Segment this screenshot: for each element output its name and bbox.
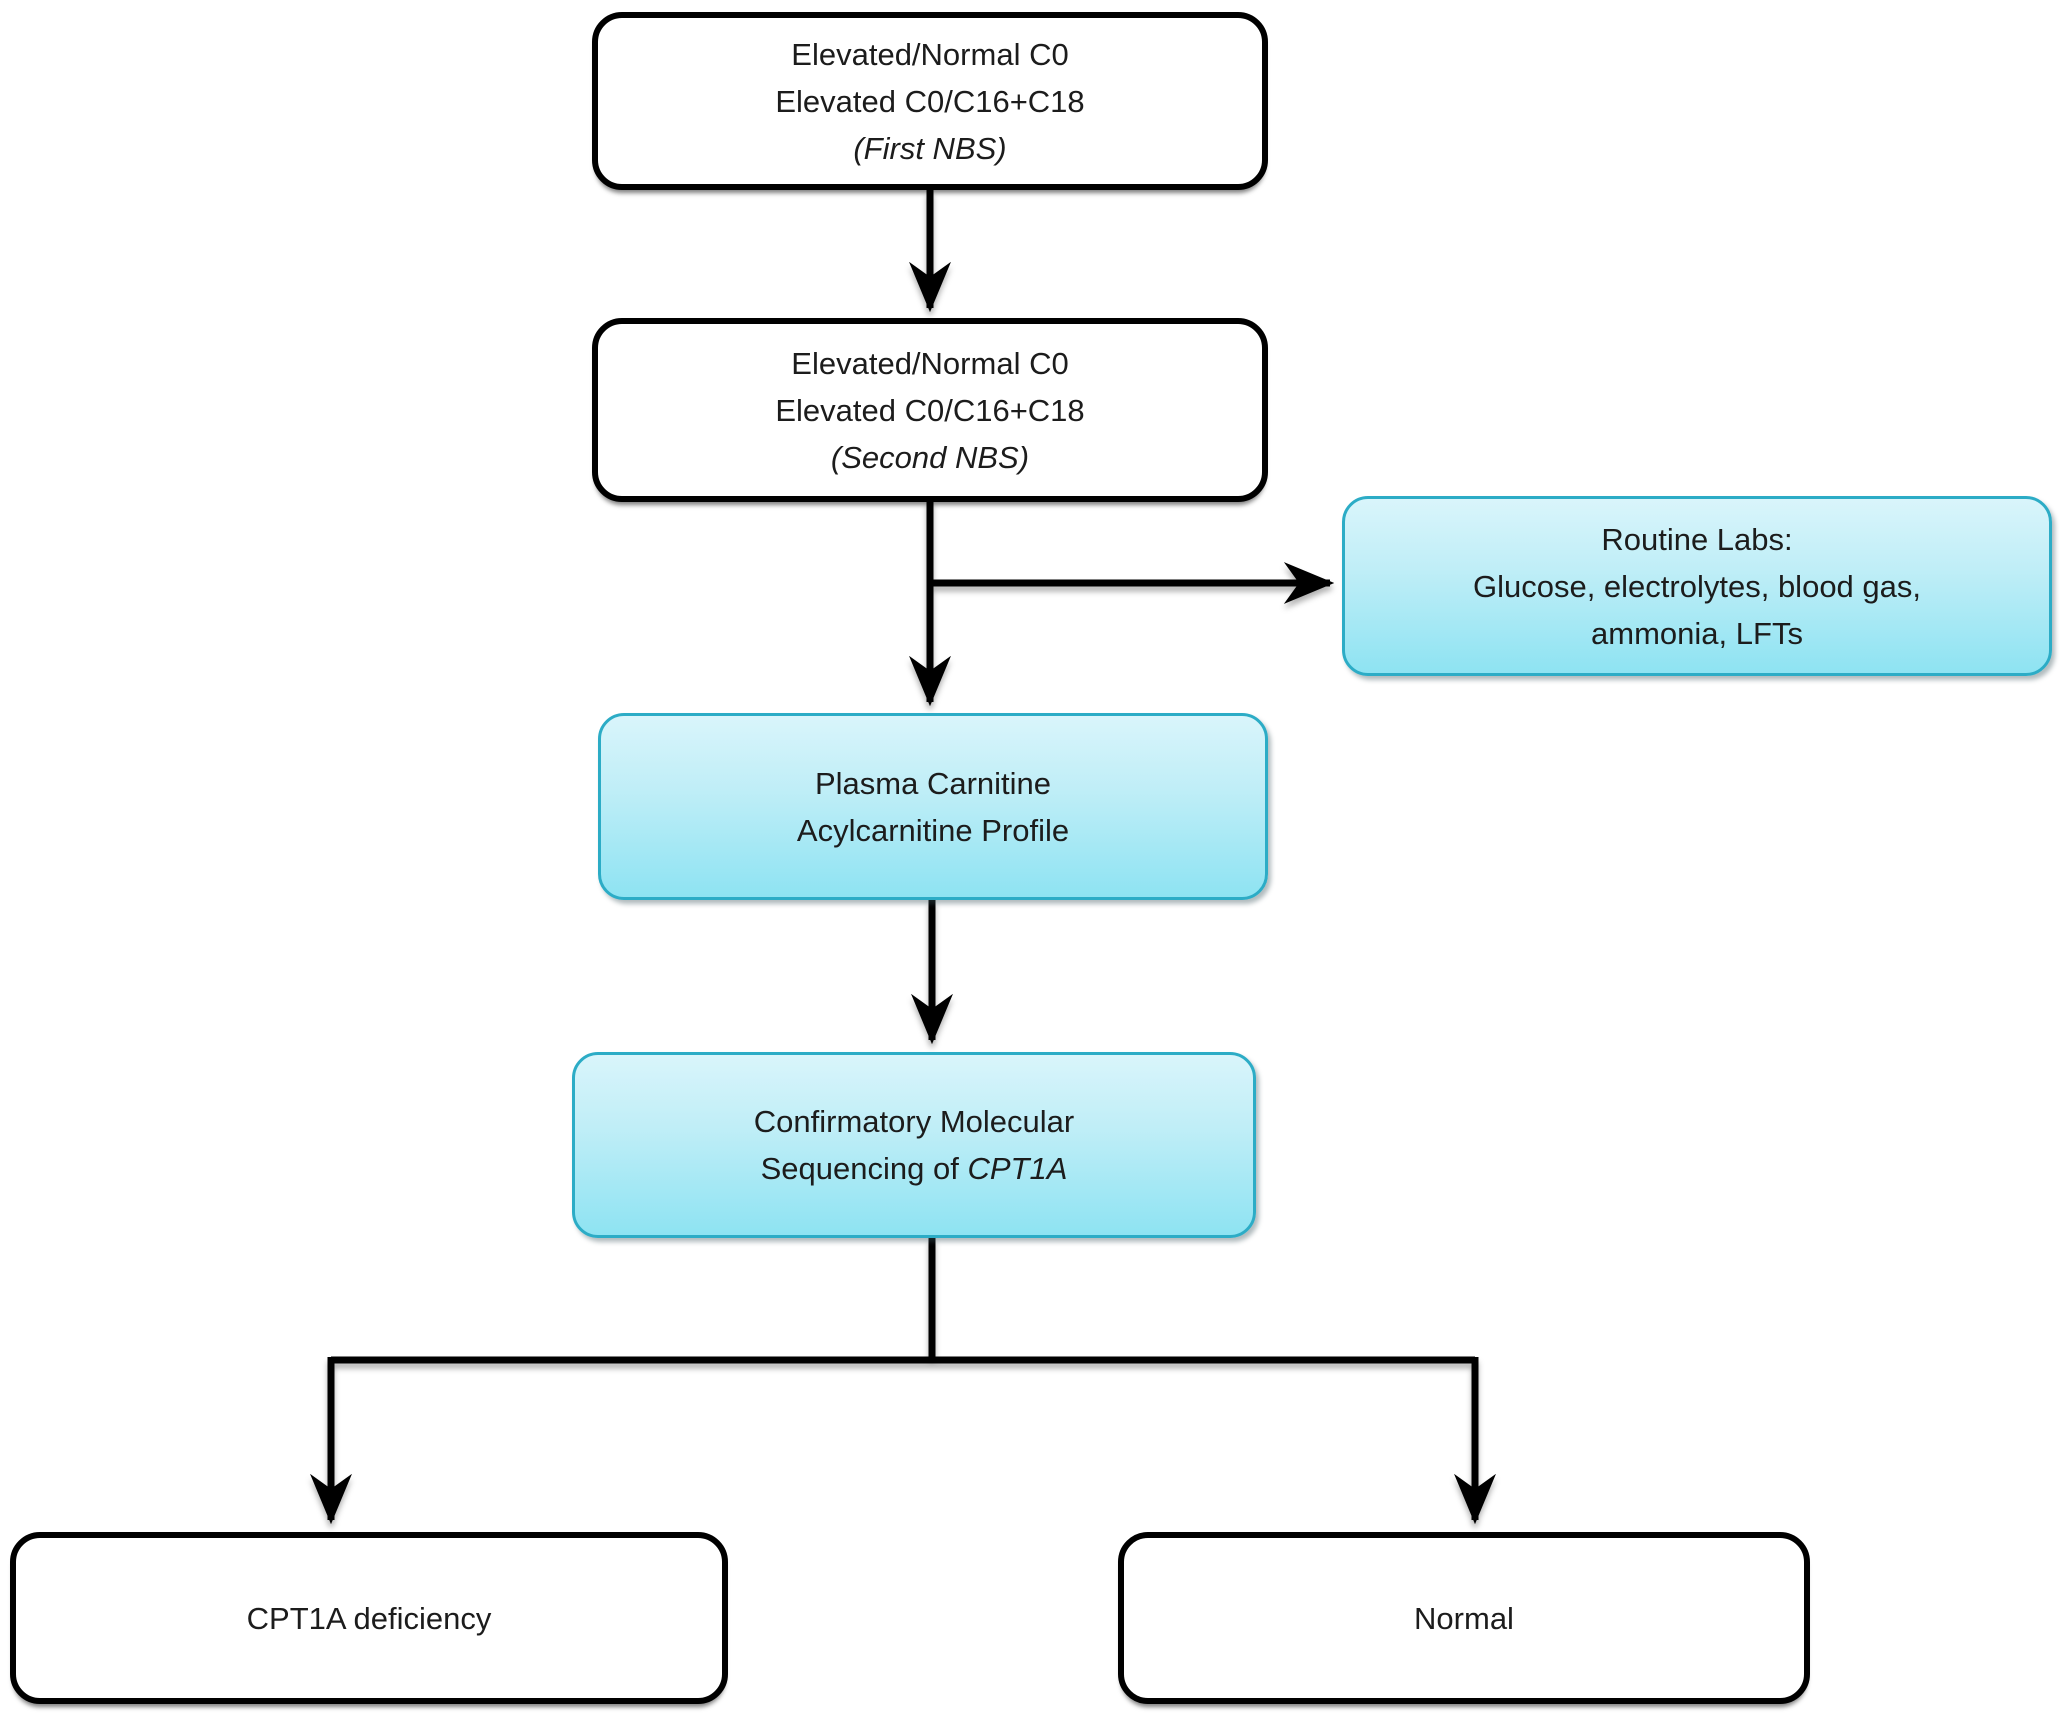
plasma-profile-line-2: Acylcarnitine Profile [796, 812, 1070, 848]
routine-labs-line-2: Glucose, electrolytes, blood gas, [1472, 568, 1922, 604]
second-nbs-line-1: Elevated/Normal C0 [791, 345, 1069, 381]
node-confirmatory-sequencing: Confirmatory Molecular Sequencing of CPT… [572, 1052, 1256, 1238]
confirmatory-gene-name: CPT1A [967, 1151, 1068, 1186]
second-nbs-line-2: Elevated C0/C16+C18 [775, 392, 1085, 428]
node-second-nbs: Elevated/Normal C0 Elevated C0/C16+C18 (… [592, 318, 1268, 502]
routine-labs-line-3: ammonia, LFTs [1591, 615, 1803, 651]
node-routine-labs: Routine Labs: Glucose, electrolytes, blo… [1342, 496, 2052, 676]
connector-confirmatory-split [331, 1238, 1475, 1364]
routine-labs-line-1: Routine Labs: [1601, 521, 1793, 557]
first-nbs-line-2: Elevated C0/C16+C18 [775, 83, 1085, 119]
first-nbs-line-3: (First NBS) [853, 130, 1007, 166]
second-nbs-line-3: (Second NBS) [830, 439, 1030, 475]
node-first-nbs: Elevated/Normal C0 Elevated C0/C16+C18 (… [592, 12, 1268, 190]
first-nbs-line-1: Elevated/Normal C0 [791, 36, 1069, 72]
node-outcome-normal: Normal [1118, 1532, 1810, 1704]
confirmatory-line-2-prefix: Sequencing of [760, 1151, 968, 1186]
plasma-profile-line-1: Plasma Carnitine [814, 765, 1052, 801]
node-outcome-cpt1a-deficiency: CPT1A deficiency [10, 1532, 728, 1704]
confirmatory-line-1: Confirmatory Molecular [753, 1104, 1075, 1139]
confirmatory-line-2: Sequencing of CPT1A [761, 1145, 1068, 1192]
outcome-deficiency-label: CPT1A deficiency [246, 1600, 492, 1636]
node-plasma-profile: Plasma Carnitine Acylcarnitine Profile [598, 713, 1268, 900]
outcome-normal-label: Normal [1414, 1600, 1514, 1636]
